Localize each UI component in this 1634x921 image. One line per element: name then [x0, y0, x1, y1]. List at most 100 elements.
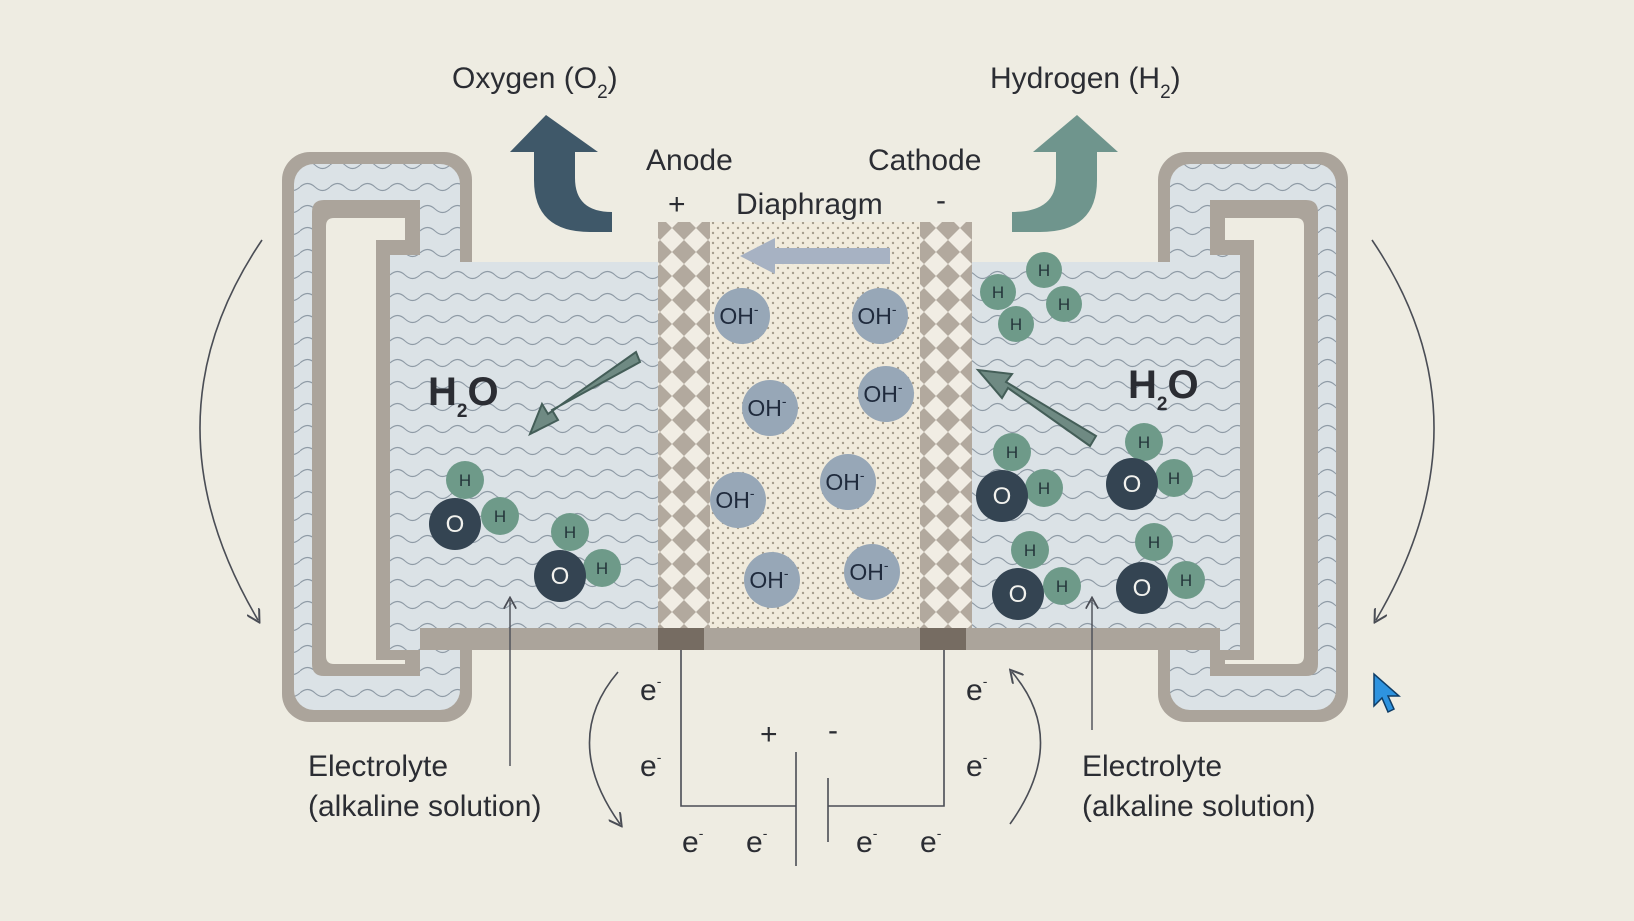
oxygen-atom: O [976, 470, 1028, 522]
cathode-label: Cathode [868, 144, 981, 177]
anode-label: Anode [646, 144, 733, 177]
hydrogen-atom: H [1155, 459, 1193, 497]
mouse-cursor-icon [1373, 672, 1401, 714]
hydrogen-atom: H [481, 497, 519, 535]
oxygen-atom: O [1116, 562, 1168, 614]
hydrogen-atom-circle [551, 513, 589, 551]
hydrogen-atom: H [980, 274, 1016, 310]
hydrogen-atom-letter: H [1168, 469, 1180, 488]
hydrogen-atom: H [583, 549, 621, 587]
battery-plus-label: + [760, 718, 778, 751]
hydroxide-ion: OH- [744, 552, 800, 608]
hydrogen-atom-circle [446, 461, 484, 499]
oxygen-outlet-arrow [510, 115, 612, 232]
electrons-layer: e-e-e-e-e-e-e-e- [640, 673, 988, 859]
hydrogen-atom: H [446, 461, 484, 499]
hydroxide-ion-circle [844, 544, 900, 600]
electrolyte-left-line-1: Electrolyte [308, 750, 448, 783]
hydrogen-outlet-arrow [1012, 115, 1118, 232]
oxygen-atom-circle [976, 470, 1028, 522]
oxygen-atom-letter: O [1123, 471, 1142, 498]
water-molecule: HHO [1106, 423, 1193, 510]
oxygen-atom: O [992, 568, 1044, 620]
anode-terminal [658, 628, 704, 650]
electron-label: e- [920, 825, 942, 859]
hydrogen-atom-circle [481, 497, 519, 535]
oxygen-atom-letter: O [446, 511, 465, 538]
hydrogen-atom: H [993, 433, 1031, 471]
hydroxide-ion-circle [714, 288, 770, 344]
electron-label: e- [640, 673, 662, 707]
oxygen-atom-circle [534, 550, 586, 602]
hydroxide-ion: OH- [852, 288, 908, 344]
hydrogen-atom-circle [1135, 523, 1173, 561]
hydroxide-ion-circle [710, 472, 766, 528]
hydroxide-ion-label: OH- [857, 301, 897, 329]
water-molecule: HHO [1116, 523, 1205, 614]
oxygen-atom-letter: O [1133, 575, 1152, 602]
oxygen-atom-circle [1106, 458, 1158, 510]
hydroxide-ion-label: OH- [747, 393, 787, 421]
oxygen-atom-circle [429, 498, 481, 550]
oxygen-atom: O [1106, 458, 1158, 510]
right-electron-flow-arrow [1010, 672, 1042, 825]
hydroxide-ion-label: OH- [825, 467, 865, 495]
hydrogen-atom-letter: H [459, 471, 471, 490]
hydrogen-atom: H [1046, 286, 1082, 322]
hydrogen-atom: H [1011, 531, 1049, 569]
hydrogen-atom-circle [1046, 286, 1082, 322]
water-flow-arrow-left [528, 350, 642, 437]
cathode-sign: - [936, 184, 946, 217]
left-electron-flow-arrow [588, 671, 620, 824]
hydroxide-ion: OH- [710, 472, 766, 528]
hydrogen-atom-letter: H [992, 283, 1004, 302]
external-circuit [680, 650, 945, 866]
ion-flow-arrow [740, 238, 890, 274]
hydrogen-atom-circle [1155, 459, 1193, 497]
oxygen-atom-letter: O [993, 483, 1012, 510]
hydroxide-ion-circle [744, 552, 800, 608]
oxygen-atom-circle [992, 568, 1044, 620]
electron-label: e- [966, 673, 988, 707]
hydrogen-atom-circle [998, 306, 1034, 342]
hydrogen-atom-circle [1167, 561, 1205, 599]
hydroxide-ion: OH- [820, 454, 876, 510]
electrolyte-left-line-2: (alkaline solution) [308, 790, 541, 823]
hydrogen-atom-circle [1125, 423, 1163, 461]
hydrogen-atom: H [1043, 567, 1081, 605]
anode-sign: + [668, 188, 686, 221]
hydroxide-ion-label: OH- [715, 485, 755, 513]
hydroxide-ion-circle [820, 454, 876, 510]
hydroxide-ion-circle [852, 288, 908, 344]
water-label-right: H2O [1128, 363, 1199, 415]
oxygen-label: Oxygen (O2) [452, 62, 618, 103]
electron-label: e- [640, 749, 662, 783]
ions-layer: OH-OH-OH-OH-OH-OH-OH-OH- [710, 288, 914, 608]
battery-minus-label: - [828, 714, 838, 747]
electron-label: e- [966, 749, 988, 783]
circuit-wire-right [828, 650, 945, 807]
hydrogen-atom-circle [1025, 469, 1063, 507]
water-molecule: HHO [534, 513, 621, 602]
oxygen-atom: O [534, 550, 586, 602]
electrolyte-right-line-1: Electrolyte [1082, 750, 1222, 783]
hydrogen-atom-circle [1026, 252, 1062, 288]
electron-label: e- [856, 825, 878, 859]
hydrogen-atom-letter: H [1180, 571, 1192, 590]
cell-base [420, 628, 1220, 650]
oxygen-atom: O [429, 498, 481, 550]
hydrogen-atom-circle [980, 274, 1016, 310]
hydrogen-atom-letter: H [1006, 443, 1018, 462]
hydroxide-ion: OH- [858, 366, 914, 422]
water-molecule: HHO [429, 461, 519, 550]
hydroxide-ion-circle [742, 380, 798, 436]
hydroxide-ion-circle [858, 366, 914, 422]
hydroxide-ion: OH- [714, 288, 770, 344]
water-molecule: H H O [976, 433, 1063, 522]
water-molecule: HHO [992, 531, 1081, 620]
hydrogen-atom: H [1026, 252, 1062, 288]
cathode-electrode [920, 222, 972, 634]
hydrogen-atom-letter: H [1038, 479, 1050, 498]
hydrogen-atom-circle [1011, 531, 1049, 569]
